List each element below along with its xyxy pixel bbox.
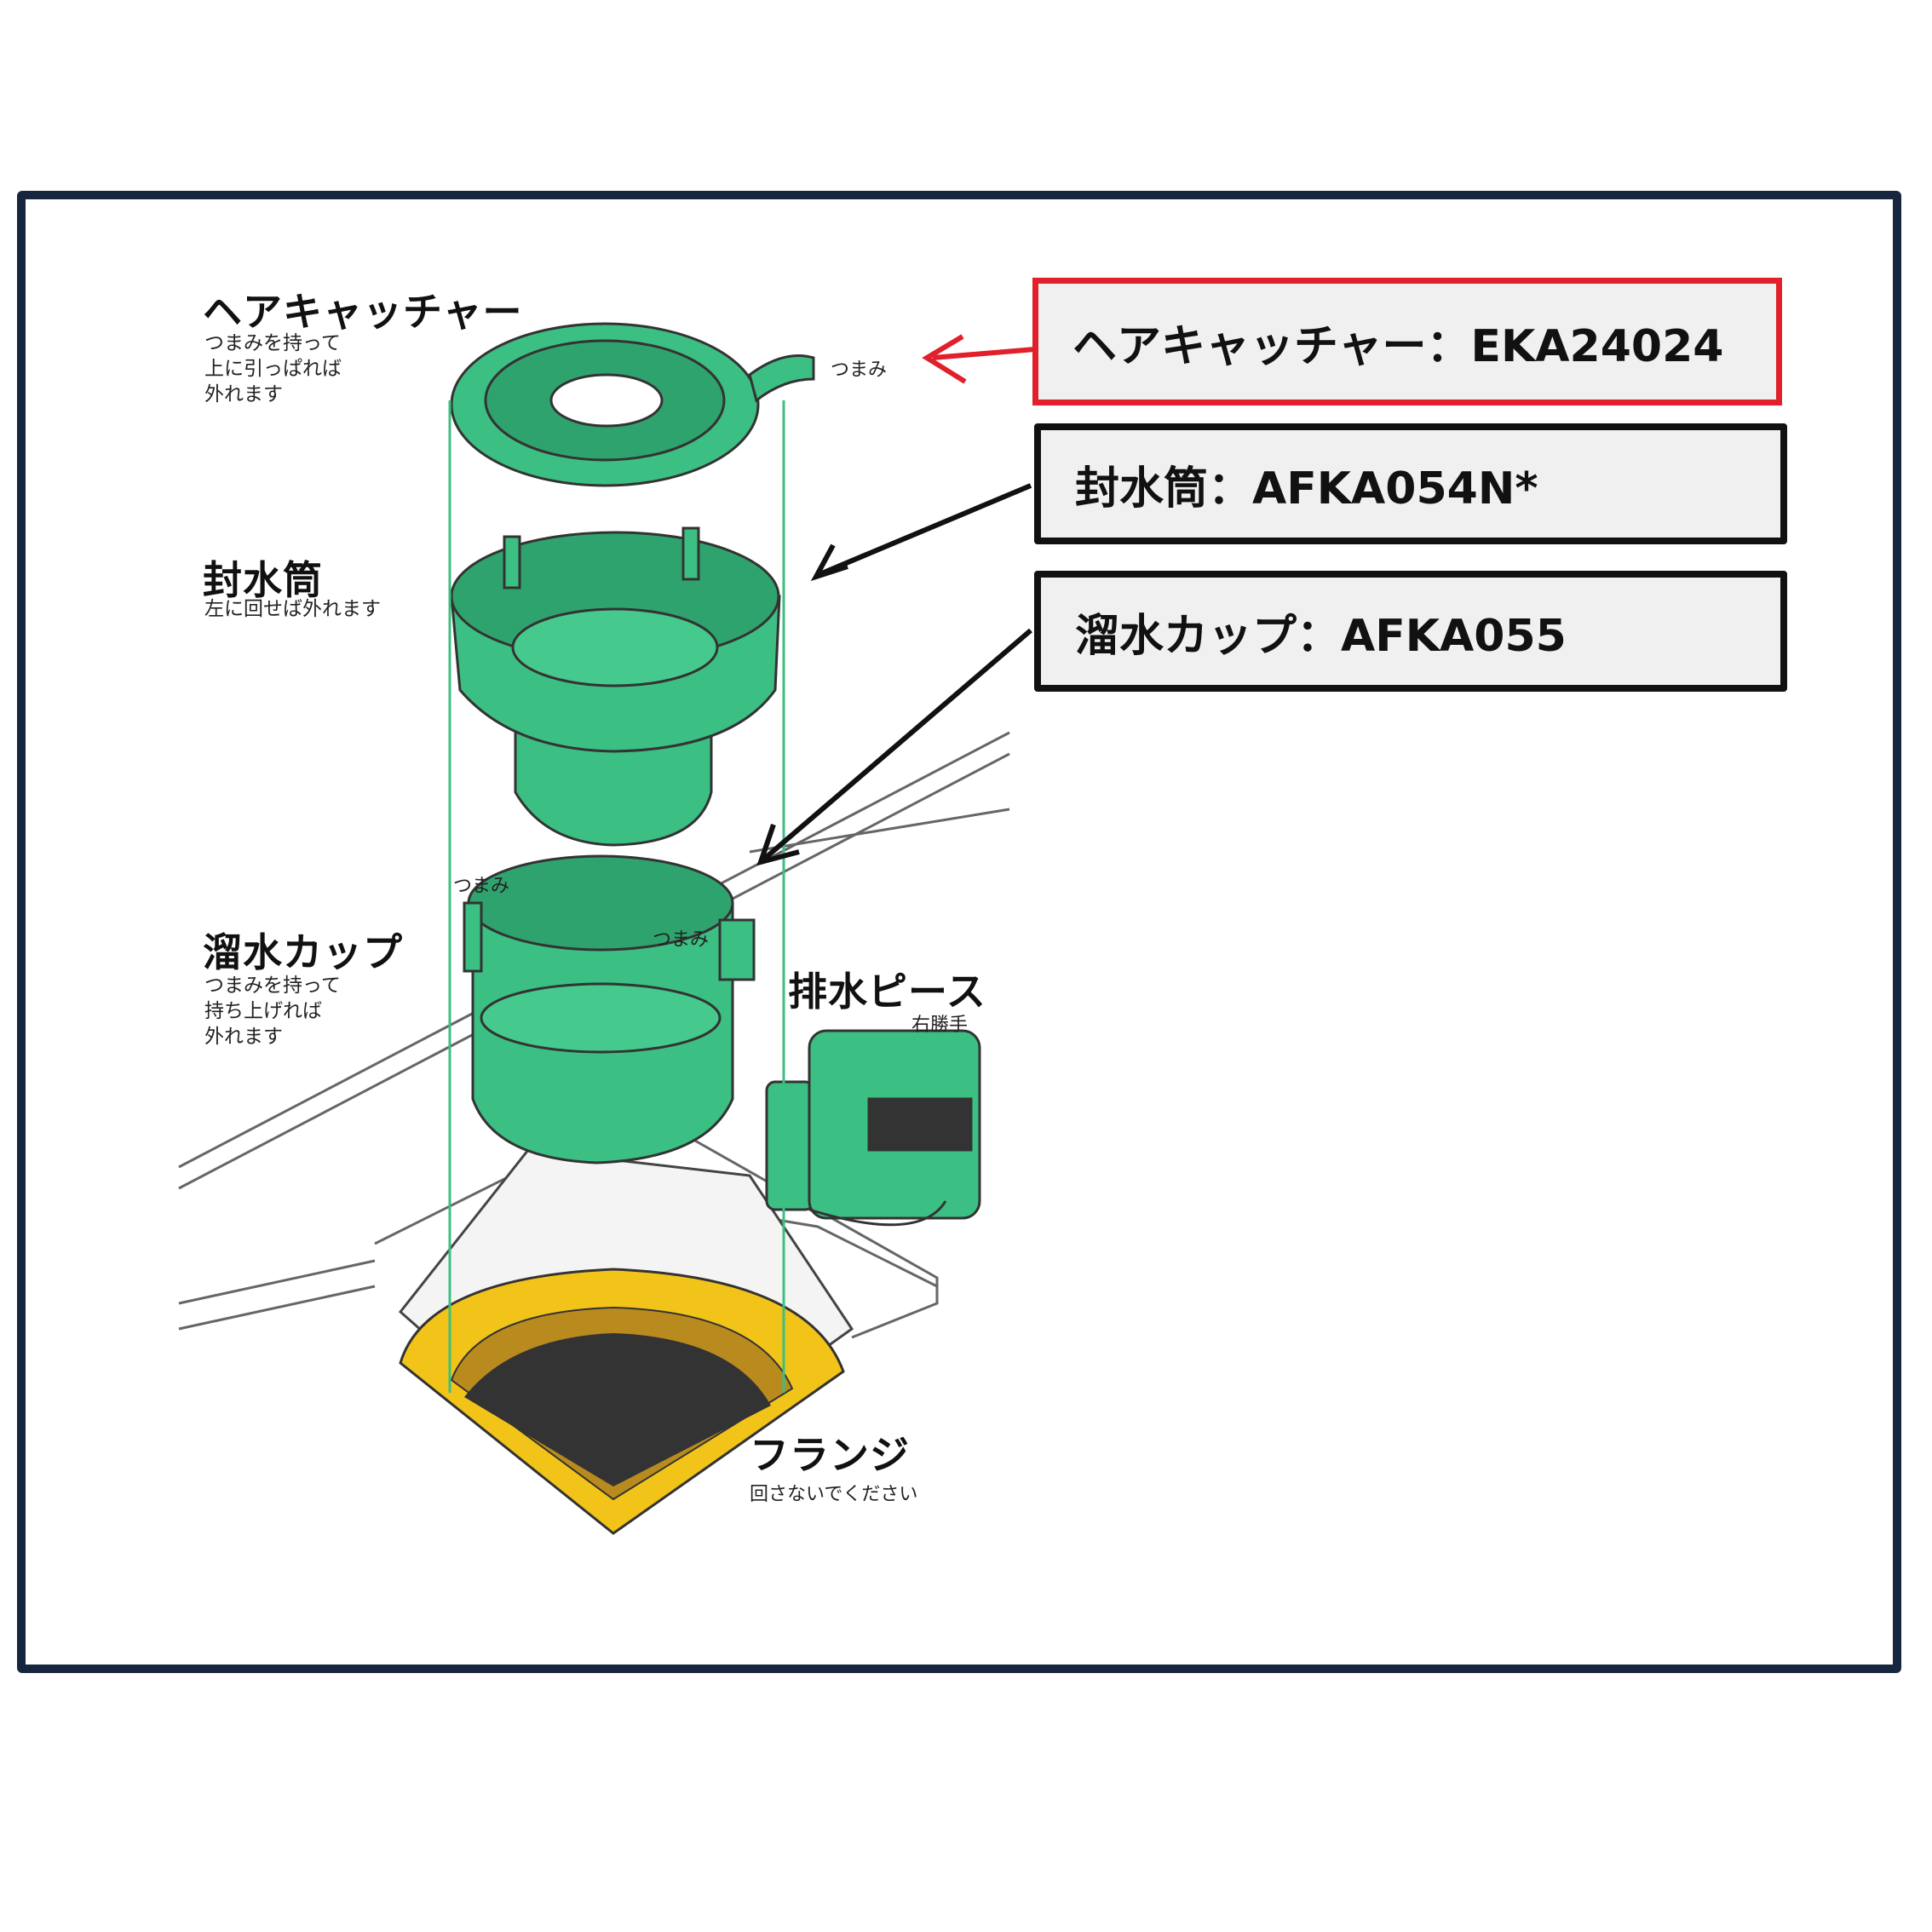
callout-seal-tube: 封水筒：AFKA054N* [1034,423,1787,544]
red-arrow [922,334,1036,384]
hair-catcher-note: つまみを持って 上に引っぱれば 外れます [204,332,342,405]
drain-hole [464,1333,771,1486]
drain-piece-note: 右勝手 [911,1015,969,1036]
callout-trap-cup: 溜水カップ：AFKA055 [1034,571,1787,692]
hair-catcher-title: ヘアキャッチャー [203,289,523,335]
callout-hair-catcher-label: ヘアキャッチャー：EKA24024 [1072,320,1724,372]
black-arrow-seal-tube [810,483,1032,582]
seal-tube-note: 左に回せば外れます [204,598,381,620]
drain-piece-shape [765,1029,981,1227]
black-arrow-trap-cup [756,628,1032,866]
guide-lines [448,400,785,1393]
trap-cup-title: 溜水カップ [203,929,403,975]
seal-tube-shape [450,526,781,847]
trap-cup-shape [463,854,756,1164]
drain-piece-title: 排水ピース [788,969,986,1015]
seal-tube-title: 封水筒 [203,557,323,603]
trap-cup-knob-left: つまみ [453,876,510,897]
trap-cup-knob-right: つまみ [653,929,710,951]
flange-title: フランジ [750,1432,910,1478]
callout-seal-tube-label: 封水筒：AFKA054N* [1075,463,1538,515]
flange-note: 回さないでください [750,1484,918,1505]
hair-catcher-knob-label: つまみ [831,359,888,381]
callout-trap-cup-label: 溜水カップ：AFKA055 [1075,610,1567,662]
flange-shape [399,1268,845,1535]
hair-catcher-shape [450,322,815,487]
callout-hair-catcher: ヘアキャッチャー：EKA24024 [1032,278,1782,405]
trap-cup-note: つまみを持って 持ち上げれば 外れます [204,975,341,1048]
